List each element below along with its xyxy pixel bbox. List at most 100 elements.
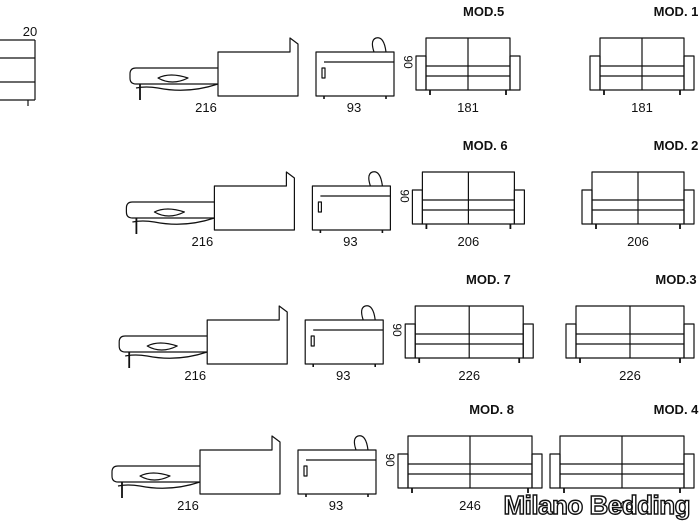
sofa-back xyxy=(414,305,524,359)
sofa-front-view-left-model xyxy=(397,435,543,493)
sofa-front-view-left-model xyxy=(411,171,525,229)
sofa-back xyxy=(599,37,685,91)
bed-frame xyxy=(117,481,201,489)
bed-frame xyxy=(135,83,219,91)
open-length-label: 216 xyxy=(184,368,206,383)
open-length-label: 216 xyxy=(195,100,217,115)
width-label-right: 206 xyxy=(627,234,649,249)
model-label-left: MOD. 8 xyxy=(469,402,514,417)
sofa-arm xyxy=(522,323,534,359)
sofa-front-view-left-model xyxy=(415,37,521,95)
model-label-right: MOD. 2 xyxy=(654,138,699,153)
sofa-back xyxy=(575,305,685,359)
sofa-back xyxy=(407,435,533,489)
model-label-right: MOD. 4 xyxy=(654,402,700,417)
width-label-left: 181 xyxy=(457,100,479,115)
side-backrest xyxy=(361,305,376,321)
sofa-arm xyxy=(683,189,695,225)
width-label-left: 206 xyxy=(458,234,480,249)
side-depth-label: 93 xyxy=(343,234,357,249)
bed-mechanism xyxy=(157,74,189,83)
depth-label: 90 xyxy=(390,323,404,337)
sofa-bed-open-view xyxy=(125,171,295,234)
sofa-side-view xyxy=(297,435,377,497)
sofa-back xyxy=(591,171,685,225)
sofa-arm xyxy=(683,323,695,359)
model-label-right: MOD.3 xyxy=(655,272,696,287)
sofa-arm xyxy=(549,453,561,489)
depth-label: 90 xyxy=(401,55,415,69)
side-backrest xyxy=(371,37,387,53)
side-backrest xyxy=(353,435,369,451)
sofa-arm xyxy=(565,323,577,359)
open-length-label: 216 xyxy=(177,498,199,513)
bed-mattress xyxy=(129,67,218,85)
model-label-left: MOD. 6 xyxy=(463,138,508,153)
sofa-front-view-right-model xyxy=(549,435,695,493)
sofa-arm xyxy=(683,55,695,91)
sofa-back xyxy=(421,171,515,225)
bed-mechanism xyxy=(139,472,171,481)
sofa-bed-open-view xyxy=(111,435,281,498)
model-label-left: MOD. 7 xyxy=(466,272,511,287)
sofa-front-view-right-model xyxy=(589,37,695,95)
sofa-arm xyxy=(404,323,416,359)
bed-backrest xyxy=(213,171,295,231)
open-length-label: 216 xyxy=(192,234,214,249)
width-label-right: 226 xyxy=(619,368,641,383)
side-arm-detail xyxy=(321,67,326,79)
sofa-arm xyxy=(397,453,409,489)
bed-mattress xyxy=(118,335,208,353)
sofa-arm xyxy=(589,55,601,91)
partial-sofa-fragment: 20 xyxy=(0,24,37,106)
side-depth-label: 93 xyxy=(347,100,361,115)
bed-backrest xyxy=(206,305,288,365)
side-foot xyxy=(323,96,387,99)
side-depth-label: 93 xyxy=(336,368,350,383)
model-label-left: MOD.5 xyxy=(463,4,504,19)
sofa-arm xyxy=(581,189,593,225)
side-backrest xyxy=(368,171,383,187)
side-body xyxy=(311,185,391,231)
side-body xyxy=(304,319,384,365)
sofa-side-view xyxy=(311,171,391,233)
sofa-arm xyxy=(415,55,427,91)
bed-backrest xyxy=(199,435,281,495)
width-label-right: 181 xyxy=(631,100,653,115)
side-arm-detail xyxy=(303,465,308,477)
bed-mechanism xyxy=(153,208,185,217)
side-foot xyxy=(312,364,376,367)
bed-mechanism xyxy=(146,342,178,351)
model-row: MOD. 2 206 MOD. 6 206 90 93 216 xyxy=(125,138,699,249)
bed-backrest xyxy=(217,37,299,97)
sofa-front-view-right-model xyxy=(565,305,695,363)
side-foot xyxy=(319,230,384,233)
width-label-left: 246 xyxy=(459,498,481,513)
bed-frame xyxy=(132,217,215,225)
bed-mattress xyxy=(125,201,215,219)
sofa-bed-open-view xyxy=(129,37,299,100)
side-foot xyxy=(305,494,369,497)
model-row: MOD. 1 181 MOD.5 181 90 93 216 xyxy=(129,4,699,115)
side-arm-detail xyxy=(310,335,315,347)
sofa-arm xyxy=(513,189,525,225)
bed-mattress xyxy=(111,465,200,483)
sofa-bed-open-view xyxy=(118,305,288,368)
sofa-arm xyxy=(683,453,695,489)
sofa-arm xyxy=(531,453,543,489)
side-body xyxy=(297,449,377,495)
brand-watermark: Milano Bedding xyxy=(503,489,691,520)
sofa-arm xyxy=(509,55,521,91)
width-label-right: 246 xyxy=(611,498,633,513)
side-arm-detail xyxy=(317,201,322,213)
sofa-back xyxy=(425,37,511,91)
model-label-right: MOD. 1 xyxy=(654,4,699,19)
depth-label: 90 xyxy=(397,189,411,203)
bed-frame xyxy=(125,351,208,359)
sofa-back xyxy=(559,435,685,489)
